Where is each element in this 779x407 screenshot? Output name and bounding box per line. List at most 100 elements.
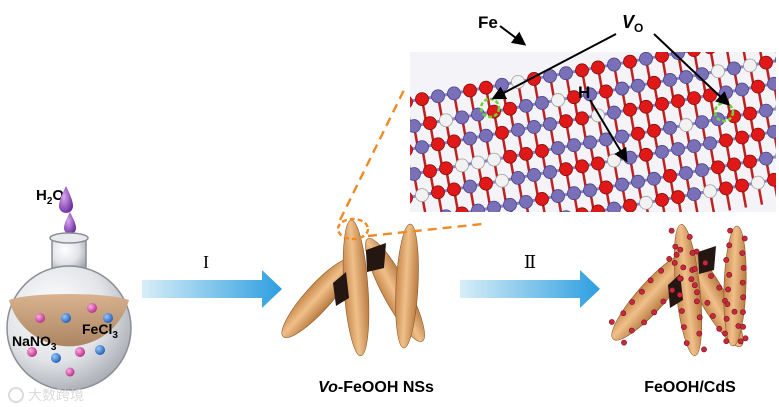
h-atom [743,58,757,73]
cds-particle [701,346,707,353]
h-atom [415,188,429,203]
lattice-bond [422,243,426,265]
lattice-bond [460,211,462,212]
o-atom [599,180,613,195]
lattice-bond [758,36,774,39]
o-atom [495,125,509,140]
cds-particle [676,291,683,298]
fe-atom [615,81,629,96]
cds-particle [724,301,731,307]
fe-atom [679,70,693,84]
o-atom [727,157,741,172]
cds-particle [691,282,698,289]
lattice-bond [470,231,486,234]
cds-particle [725,286,731,293]
o-atom [759,55,773,70]
h-atom [768,29,779,42]
fe-atom [583,135,597,150]
o-atom [735,178,749,193]
o-atom [767,172,776,187]
h-atom [471,155,485,170]
fe-atom [559,66,573,81]
fe-atom [687,139,701,154]
nanosheet [723,225,747,347]
watermark: 大数跨境 [8,387,84,403]
fe-atom [695,115,709,130]
o-atom [623,54,637,69]
h-atom [775,104,776,112]
o-atom [575,63,589,78]
fe-atom [519,98,533,113]
fe-atom [615,177,629,192]
fe-atom [487,200,501,212]
cds-particle [740,264,747,271]
o-atom [751,127,765,142]
cds-particle [726,242,733,249]
cds-particle [708,273,714,279]
cds-particle [666,255,673,262]
o-atom [447,134,461,149]
lattice-bond [462,213,466,235]
water-droplet-icon [64,212,76,234]
hydrogen-pointer-arrow [589,99,628,163]
cds-particle [683,340,690,346]
water-droplet-icon [59,186,73,213]
cds-particle [741,235,748,242]
fe-atom [424,213,437,226]
vo-feooh-nanosheets: Vo-FeOOH NSs [281,217,434,396]
lattice-bond [470,234,474,256]
fe-atom [543,117,557,131]
lattice-bond [726,41,742,44]
o-atom [599,84,613,99]
o-atom [431,185,445,200]
fe-atom [479,128,493,143]
nanosheet-shadow [698,246,716,274]
lattice-bond [534,220,550,223]
fe-atom [519,194,533,209]
cds-particle [694,298,700,305]
cds-particle [696,314,703,321]
cds-particle [723,315,730,322]
lattice-bond [414,219,430,222]
cds-particle [641,319,647,326]
o-atom [639,99,653,114]
h-atom [455,158,469,173]
lattice-bond [709,52,716,70]
cds-particle [647,277,654,284]
cds-particle [629,299,635,305]
fe-atom [767,76,776,91]
o-atom [623,198,637,212]
fe-ion [51,353,61,363]
fe-ion [95,345,105,355]
round-bottom-flask: H2O NaNO3 FeCl3 [6,186,132,391]
o-atom [463,83,477,98]
cds-particle [691,265,698,272]
vacancy-pointer-arrow [653,33,731,106]
lattice-bond [502,229,506,251]
zoom-line [367,222,483,238]
fe-atom [455,110,469,125]
o-atom [647,75,661,90]
h-atom [752,32,765,45]
o-atom [704,52,716,55]
o-atom [591,204,605,212]
watermark-logo-icon [8,387,24,403]
o-atom [479,80,493,95]
nanosheet-shadow [366,243,386,272]
o-atom [687,91,701,106]
fe-ion [103,313,113,323]
o-atom [503,149,517,164]
lattice-bond [566,217,570,239]
fe-atom [775,56,776,64]
cds-particle [680,264,687,271]
o-atom [631,126,645,141]
lattice-bond [694,47,710,50]
cds-particle [679,308,685,314]
o-atom [655,193,669,207]
feooh-cds-composite: FeOOH/CdS [608,224,749,396]
fe-atom [471,203,485,212]
o-atom [711,160,725,175]
right-arrow-icon [460,270,600,308]
lattice-bond [710,44,726,47]
